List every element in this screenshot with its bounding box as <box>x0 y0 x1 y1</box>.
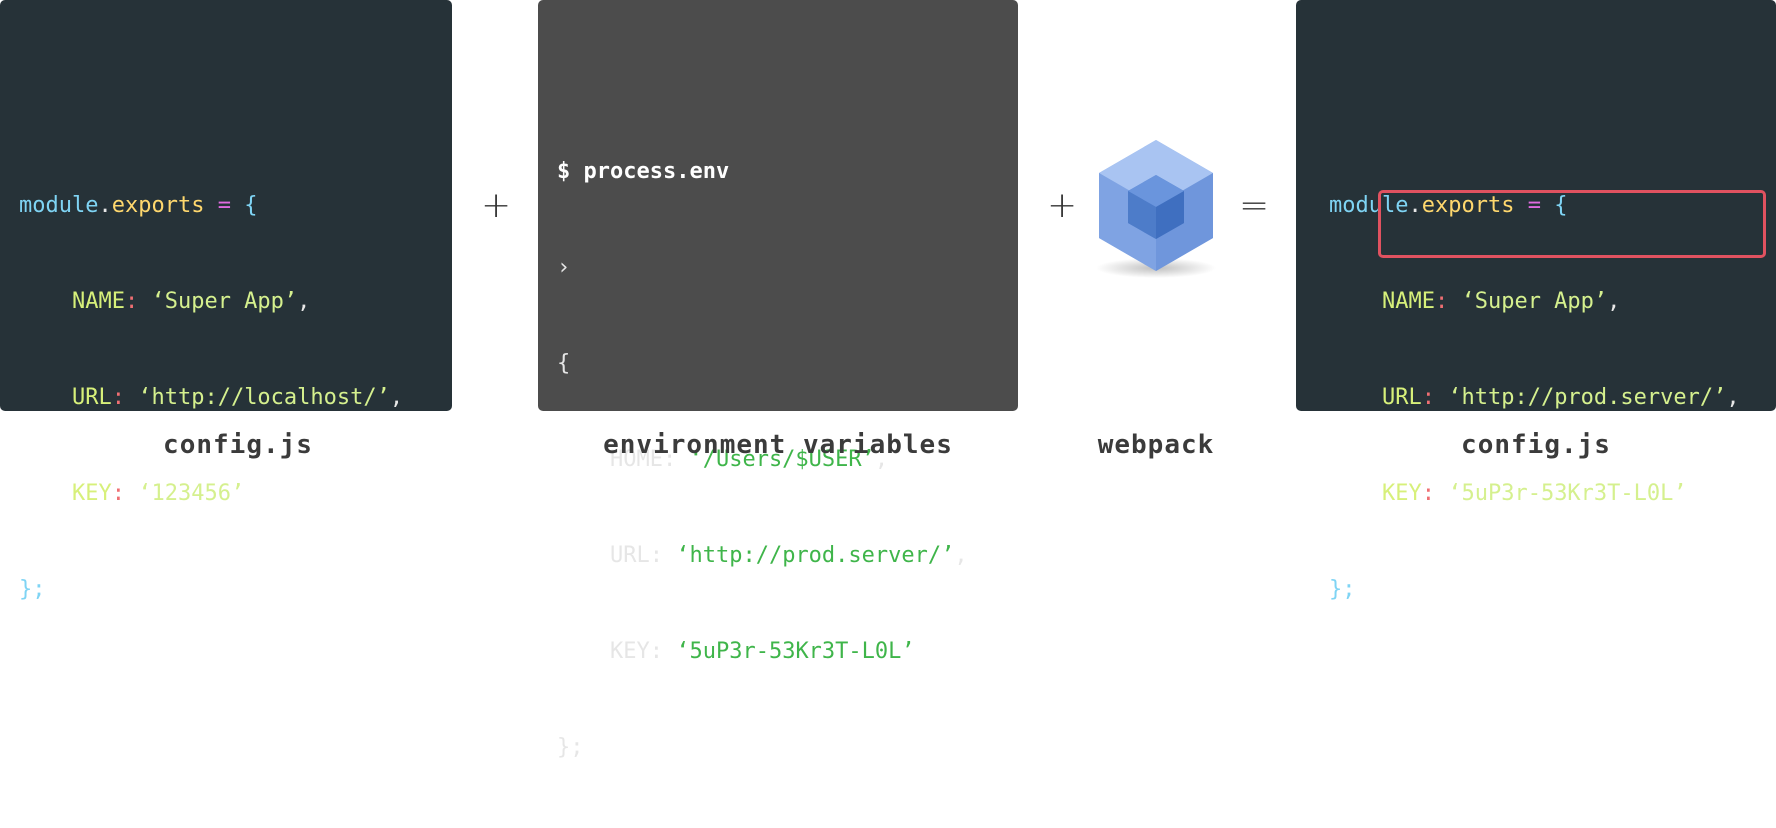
comma-token: , <box>1726 385 1740 410</box>
colon-token: : <box>124 289 139 314</box>
dot-token: . <box>1408 193 1422 218</box>
comma-token: , <box>297 289 311 314</box>
url-value: ‘http://prod.server/’ <box>1434 385 1727 410</box>
close-brace: }; <box>19 577 46 602</box>
equals-symbol: = <box>1239 185 1270 226</box>
plus-symbol: + <box>481 185 512 226</box>
open-brace: { <box>244 193 258 218</box>
config-after-caption: config.js <box>1461 430 1611 460</box>
env-vars-terminal: $ process.env › { HOME: ‘/Users/$USER’, … <box>557 159 968 760</box>
colon-token: : <box>111 481 125 506</box>
config-after-panel: module.exports = { NAME: ‘Super App’, UR… <box>1296 0 1776 602</box>
colon-token: : <box>1421 481 1435 506</box>
name-value: ‘Super App’ <box>1448 289 1608 314</box>
name-key: NAME <box>1381 289 1435 314</box>
key-value: ‘5uP3r-53Kr3T-L0L’ <box>1434 481 1687 506</box>
env-vars-caption: environment variables <box>603 430 953 460</box>
webpack-logo-icon <box>1086 130 1226 280</box>
name-value: ‘Super App’ <box>138 289 298 314</box>
open-brace: { <box>557 351 571 376</box>
close-brace: }; <box>557 735 584 760</box>
injected-values-highlight <box>1378 190 1766 258</box>
home-value: ‘/Users/$USER’ <box>689 447 875 472</box>
close-brace: }; <box>1329 577 1356 602</box>
shell-prompt: $ process.env <box>557 159 730 184</box>
colon-token: : <box>1421 385 1435 410</box>
exports-token: exports <box>1421 193 1515 218</box>
equals-token: = <box>204 193 245 218</box>
comma-token: , <box>1607 289 1621 314</box>
url-key: URL <box>1381 385 1422 410</box>
url-value: ‘http://localhost/’ <box>124 385 390 410</box>
config-before-caption: config.js <box>163 430 313 460</box>
colon-token: : <box>1434 289 1449 314</box>
key-value: ‘123456’ <box>124 481 245 506</box>
url-key: URL <box>609 543 650 568</box>
env-vars-panel: $ process.env › { HOME: ‘/Users/$USER’, … <box>538 0 1018 760</box>
comma-token: , <box>389 385 404 410</box>
key-key: KEY <box>71 481 112 506</box>
url-key: URL <box>71 385 112 410</box>
home-key: HOME <box>609 447 663 472</box>
config-before-code: module.exports = { NAME: ‘Super App’, UR… <box>19 126 403 670</box>
equals-token: = <box>1514 193 1555 218</box>
colon-token: : <box>111 385 125 410</box>
module-token: module <box>19 193 99 218</box>
url-value: ‘http://prod.server/’ <box>676 543 955 568</box>
config-before-panel: module.exports = { NAME: ‘Super App’, UR… <box>0 0 452 602</box>
key-key: KEY <box>1381 481 1422 506</box>
open-brace: { <box>1554 193 1568 218</box>
plus-symbol: + <box>1047 185 1078 226</box>
webpack-caption: webpack <box>1097 430 1215 460</box>
output-arrow: › <box>557 255 571 280</box>
module-token: module <box>1329 193 1409 218</box>
key-value: ‘5uP3r-53Kr3T-L0L’ <box>676 639 915 664</box>
dot-token: . <box>98 193 112 218</box>
name-key: NAME <box>71 289 125 314</box>
key-key: KEY <box>609 639 650 664</box>
config-after-code: module.exports = { NAME: ‘Super App’, UR… <box>1329 126 1740 670</box>
exports-token: exports <box>111 193 205 218</box>
